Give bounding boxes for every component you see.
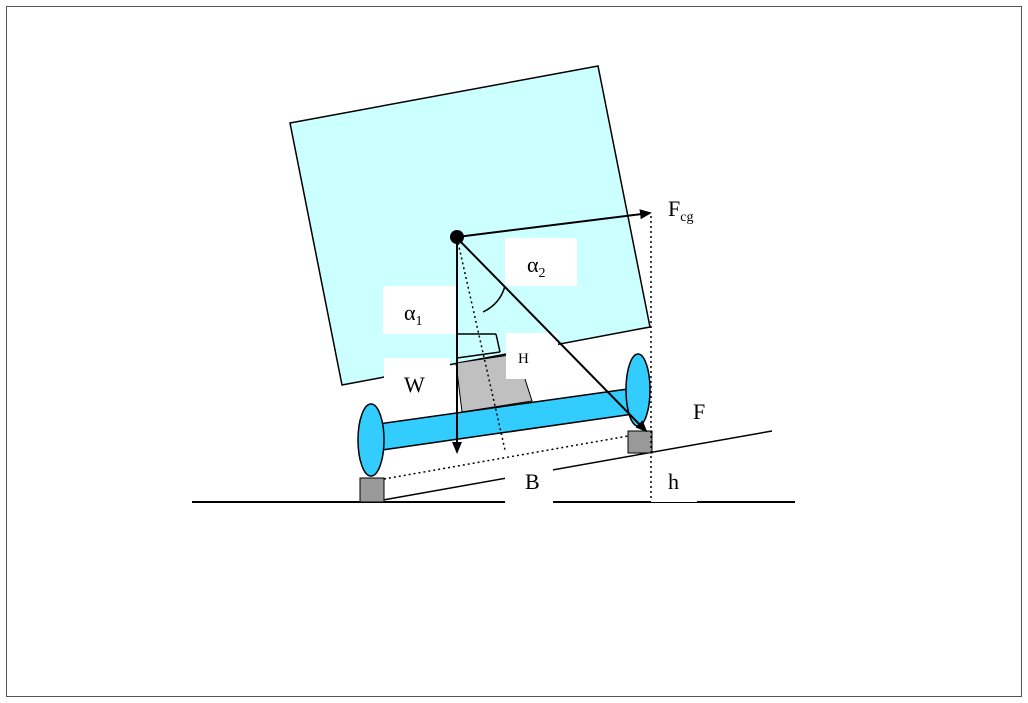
label-bg-h (651, 456, 697, 502)
track-width-dotted-line (383, 435, 629, 480)
label-h: h (668, 469, 679, 494)
right-wheel-pad (627, 430, 653, 454)
fcg-arrow (456, 209, 652, 238)
label-alpha1-main: α (404, 300, 416, 325)
label-fcg: Fcg (668, 196, 693, 225)
label-bg-B (505, 464, 553, 504)
alpha1-tick-3 (456, 351, 501, 359)
resultant-arrow (456, 237, 648, 433)
label-H: H (518, 351, 529, 367)
alpha1-tick-2 (495, 333, 501, 353)
label-alpha1: α1 (404, 300, 423, 329)
frame-border (6, 6, 1022, 697)
label-fcg-sub: cg (680, 210, 693, 225)
vehicle-body (289, 65, 651, 386)
label-F: F (693, 399, 705, 424)
center-of-gravity-dot (450, 230, 464, 244)
label-alpha1-sub: 1 (416, 314, 423, 329)
label-fcg-main: F (668, 196, 680, 221)
label-alpha2-sub: 2 (539, 266, 546, 281)
label-bg-W (384, 358, 450, 402)
alpha2-arc (482, 285, 506, 313)
left-wheel (357, 403, 385, 477)
incline-line (382, 430, 773, 501)
cg-dotted-to-ground (456, 237, 506, 451)
left-wheel-pad (359, 477, 385, 503)
label-B: B (525, 469, 540, 494)
label-bg-H (506, 333, 558, 379)
label-bg-alpha2 (505, 238, 577, 286)
label-bg-alpha1 (383, 286, 457, 334)
label-W: W (404, 372, 425, 397)
label-alpha2: α2 (527, 252, 546, 281)
label-alpha2-main: α (527, 252, 539, 277)
